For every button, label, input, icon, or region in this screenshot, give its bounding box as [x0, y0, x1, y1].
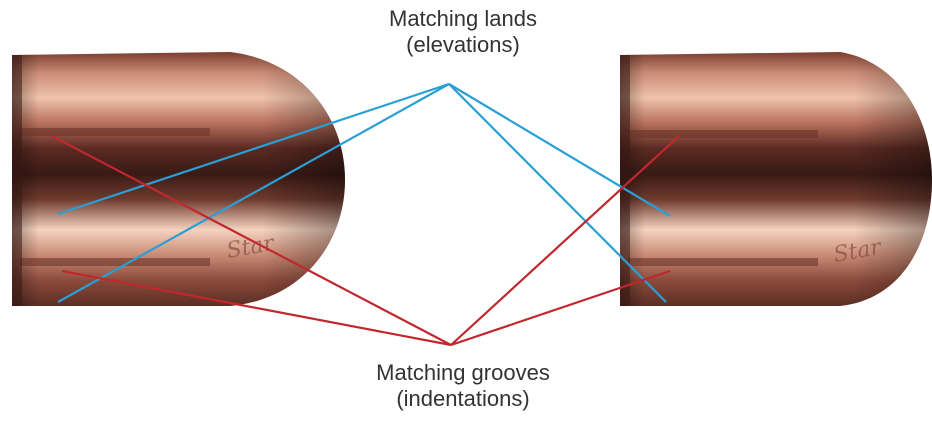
grooves-label: Matching grooves (indentations) — [163, 360, 763, 412]
right-bullet-groove-line — [628, 258, 818, 266]
left-bullet: Star — [12, 52, 345, 306]
grooves-line — [451, 271, 670, 345]
left-bullet-groove-line — [20, 128, 210, 136]
right-bullet-groove-line — [628, 130, 818, 138]
lands-label: Matching lands (elevations) — [163, 6, 763, 58]
right-bullet: Star — [620, 52, 932, 306]
lands-title: Matching lands — [163, 6, 763, 32]
lands-subtitle: (elevations) — [163, 32, 763, 58]
left-bullet-groove-line — [20, 258, 210, 266]
grooves-subtitle: (indentations) — [163, 386, 763, 412]
grooves-title: Matching grooves — [163, 360, 763, 386]
